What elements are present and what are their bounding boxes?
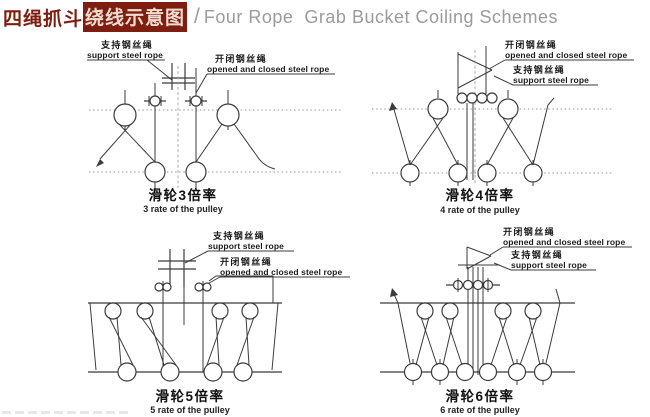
upper-pulley: [211, 302, 229, 320]
lower-pulley: [203, 362, 223, 382]
leader-line: [146, 59, 173, 81]
upper-pulley: [104, 302, 122, 320]
title-chinese-plain: 四绳抓斗: [3, 8, 84, 30]
leader-line: [195, 73, 208, 94]
open-close-rope-label-en: opened and closed steel rope: [220, 267, 342, 277]
leader-line: [493, 75, 514, 86]
upper-pulley: [113, 103, 137, 127]
caption-6rate: 滑轮6倍率 6 rate of the pulley: [440, 388, 520, 415]
open-close-rope-label-cn: 开闭钢丝绳: [503, 226, 555, 237]
support-rope-label-en: support steel rope: [511, 260, 587, 270]
support-rope-label-en: support steel rope: [87, 50, 163, 60]
rope-labels-3rate: 支持钢丝绳 support steel rope 开闭钢丝绳 opened an…: [87, 39, 335, 94]
leader-line: [488, 59, 506, 70]
title-english: Four Rope Grab Bucket Coiling Schemes: [203, 6, 559, 27]
support-rope-label-en: support steel rope: [208, 241, 284, 251]
caption-en: 6 rate of the pulley: [440, 405, 520, 415]
upper-pulley: [497, 98, 519, 120]
lower-pulley: [478, 362, 498, 382]
pulleys-3rate: [113, 90, 240, 183]
caption-cn: 滑轮6倍率: [445, 388, 514, 404]
lower-pulley: [233, 362, 253, 382]
lower-pulley: [117, 362, 137, 382]
cropped-text-artifact: [2, 411, 130, 414]
sheave-symbols-6rate: [446, 278, 500, 292]
upper-pulley: [427, 98, 449, 120]
caption-cn: 滑轮3倍率: [148, 187, 217, 203]
lower-pulley: [455, 362, 475, 382]
pulleys-6rate: [403, 302, 553, 385]
support-rope-label-en: support steel rope: [513, 75, 589, 85]
open-close-rope-label-en: opened and closed steel rope: [505, 50, 627, 60]
leader-line: [493, 262, 512, 271]
head-frame-3rate: [162, 63, 195, 188]
caption-en: 4 rate of the pulley: [440, 205, 520, 215]
vertical-ropes-4rate: [466, 103, 474, 180]
upper-pulley: [416, 302, 434, 320]
diagram-6-rate-pulley: 开闭钢丝绳 opened and closed steel rope 支持钢丝绳…: [370, 225, 650, 417]
caption-4rate: 滑轮4倍率 4 rate of the pulley: [440, 187, 520, 215]
head-frame-4rate: [457, 46, 493, 183]
upper-pulley: [524, 302, 542, 320]
title-chinese-highlight: 绕线示意图: [83, 2, 188, 32]
lower-pulley: [185, 161, 207, 183]
title-separator: /: [194, 5, 200, 28]
open-close-rope-label-en: opened and closed steel rope: [503, 237, 625, 247]
lower-pulley: [507, 362, 527, 382]
leader-line: [489, 246, 504, 256]
lower-pulley: [448, 163, 468, 183]
rope-lines-5rate: [108, 316, 255, 366]
page-title: 四绳抓斗 绕线示意图 / Four Rope Grab Bucket Coili…: [3, 2, 558, 32]
diagram-4-rate-pulley: 开闭钢丝绳 opened and closed steel rope 支持钢丝绳…: [370, 38, 650, 220]
open-close-rope-label-en: opened and closed steel rope: [207, 64, 329, 74]
support-rope-label-cn: 支持钢丝绳: [512, 64, 565, 75]
lower-pulley: [403, 362, 423, 382]
support-rope-label-cn: 支持钢丝绳: [510, 249, 563, 260]
rope-lines-4rate: [389, 97, 555, 166]
open-close-rope-label-cn: 开闭钢丝绳: [505, 39, 557, 50]
caption-en: 3 rate of the pulley: [143, 204, 223, 214]
head-frame-6rate: [458, 246, 500, 270]
diagram-5-rate-pulley: 支持钢丝绳 support steel rope 开闭钢丝绳 opened an…: [80, 225, 370, 417]
lower-pulley: [160, 362, 180, 382]
upper-pulley: [494, 302, 512, 320]
upper-pulley: [216, 103, 240, 127]
lower-pulley: [144, 161, 166, 183]
upper-pulley: [441, 302, 459, 320]
rope-labels-5rate: 支持钢丝绳 support steel rope 开闭钢丝绳 opened an…: [184, 230, 350, 288]
lower-pulley: [477, 163, 497, 183]
lower-pulley: [400, 163, 420, 183]
rope-labels-6rate: 开闭钢丝绳 opened and closed steel rope 支持钢丝绳…: [489, 226, 632, 271]
rope-labels-4rate: 开闭钢丝绳 opened and closed steel rope 支持钢丝绳…: [488, 39, 634, 86]
head-frame-5rate: [158, 249, 196, 325]
diagram-3-rate-pulley: 支持钢丝绳 support steel rope 开闭钢丝绳 opened an…: [85, 38, 365, 220]
caption-cn: 滑轮5倍率: [155, 388, 224, 404]
caption-en: 5 rate of the pulley: [150, 405, 230, 415]
upper-pulley: [136, 302, 154, 320]
upper-pulley: [241, 302, 259, 320]
lower-pulley: [523, 163, 543, 183]
guide-lines-4rate: [372, 108, 612, 174]
lower-pulley: [430, 362, 450, 382]
pulleys-4rate: [400, 90, 543, 186]
support-rope-label-cn: 支持钢丝绳: [100, 39, 153, 50]
caption-cn: 滑轮4倍率: [445, 187, 514, 203]
sheave-symbols-5rate: [154, 275, 274, 372]
support-rope-label-cn: 支持钢丝绳: [212, 230, 265, 241]
caption-5rate: 滑轮5倍率 5 rate of the pulley: [150, 388, 230, 415]
sheave-symbols-4rate: [456, 92, 498, 104]
rope-lines-3rate: [96, 123, 276, 170]
caption-3rate: 滑轮3倍率 3 rate of the pulley: [143, 187, 223, 214]
open-close-rope-label-cn: 开闭钢丝绳: [220, 256, 272, 267]
pulleys-5rate: [104, 302, 259, 382]
open-close-rope-label-cn: 开闭钢丝绳: [215, 53, 267, 64]
rope-lines-6rate: [390, 288, 561, 366]
lower-pulley: [533, 362, 553, 382]
